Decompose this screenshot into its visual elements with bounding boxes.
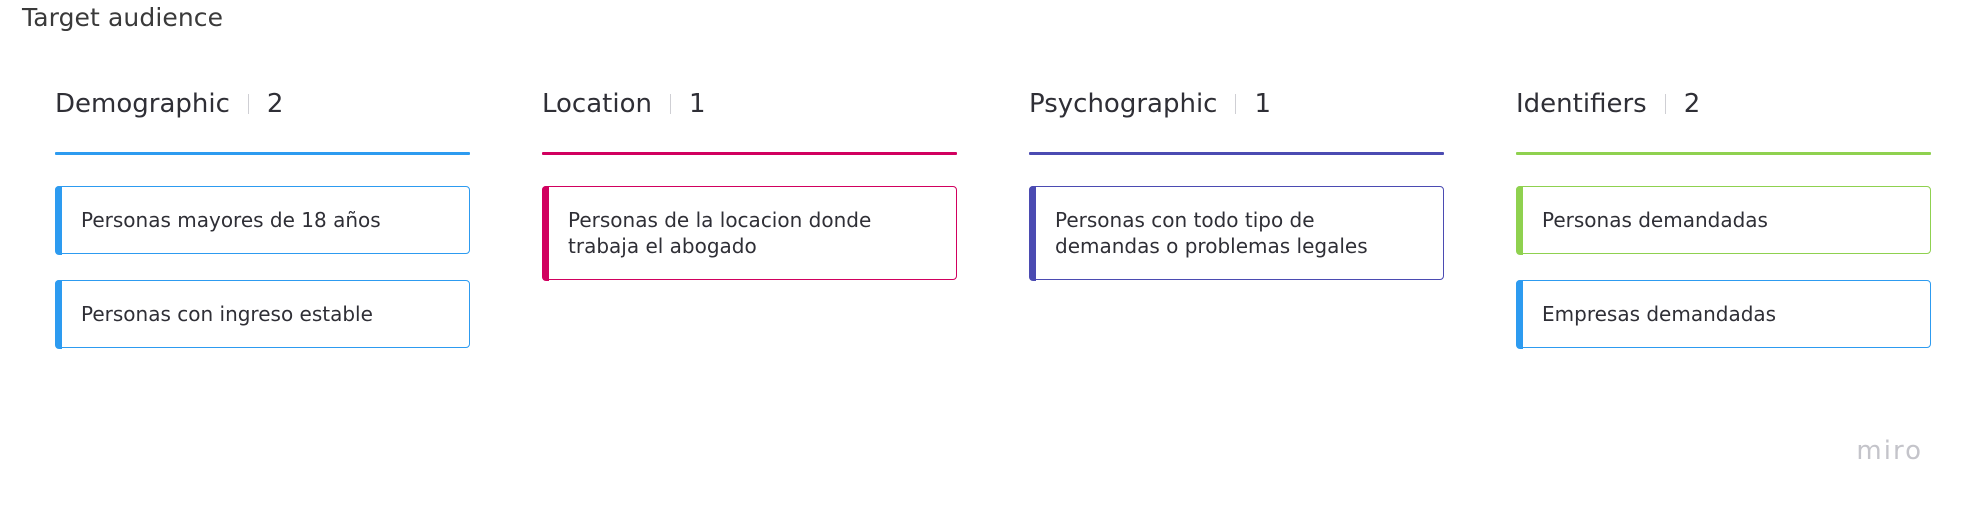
column-count: 1 <box>688 89 706 119</box>
column-location: Location 1 Personas de la locacion donde… <box>541 84 957 306</box>
column-header: Psychographic 1 <box>1029 84 1444 124</box>
header-separator <box>1235 94 1237 114</box>
card[interactable]: Personas con todo tipo de demandas o pro… <box>1028 185 1444 281</box>
card[interactable]: Personas de la locacion donde trabaja el… <box>541 185 957 281</box>
card-text: Personas con ingreso estable <box>81 302 373 326</box>
column-header: Identifiers 2 <box>1516 84 1931 124</box>
column-count: 2 <box>1683 89 1701 119</box>
card[interactable]: Personas demandadas <box>1515 185 1931 255</box>
card-accent <box>54 279 62 349</box>
column-title[interactable]: Demographic <box>55 89 230 119</box>
column-underline <box>542 152 957 155</box>
column-header: Location 1 <box>542 84 957 124</box>
column-title[interactable]: Location <box>542 89 652 119</box>
column-identifiers: Identifiers 2 Personas demandadas Empres… <box>1515 84 1931 374</box>
column-underline <box>55 152 470 155</box>
header-separator <box>1664 94 1666 114</box>
card[interactable]: Empresas demandadas <box>1515 279 1931 349</box>
column-title[interactable]: Identifiers <box>1516 89 1647 119</box>
card[interactable]: Personas con ingreso estable <box>54 279 470 349</box>
card-accent <box>1515 279 1523 349</box>
column-header: Demographic 2 <box>55 84 470 124</box>
column-count: 1 <box>1254 89 1272 119</box>
card-text: Personas mayores de 18 años <box>81 208 381 232</box>
card-text: Personas con todo tipo de demandas o pro… <box>1055 208 1368 258</box>
miro-logo: miro <box>1856 436 1923 466</box>
header-separator <box>247 94 249 114</box>
column-title[interactable]: Psychographic <box>1029 89 1218 119</box>
column-underline <box>1029 152 1444 155</box>
card-text: Personas demandadas <box>1542 208 1768 232</box>
card-text: Empresas demandadas <box>1542 302 1777 326</box>
card-accent <box>1515 185 1523 255</box>
card-accent <box>1028 185 1036 281</box>
frame-title[interactable]: Target audience <box>22 3 224 32</box>
column-count: 2 <box>266 89 284 119</box>
header-separator <box>669 94 671 114</box>
card-text: Personas de la locacion donde trabaja el… <box>568 208 872 258</box>
column-underline <box>1516 152 1931 155</box>
card[interactable]: Personas mayores de 18 años <box>54 185 470 255</box>
card-accent <box>541 185 549 281</box>
column-demographic: Demographic 2 Personas mayores de 18 año… <box>54 84 470 374</box>
card-accent <box>54 185 62 255</box>
column-psychographic: Psychographic 1 Personas con todo tipo d… <box>1028 84 1444 306</box>
